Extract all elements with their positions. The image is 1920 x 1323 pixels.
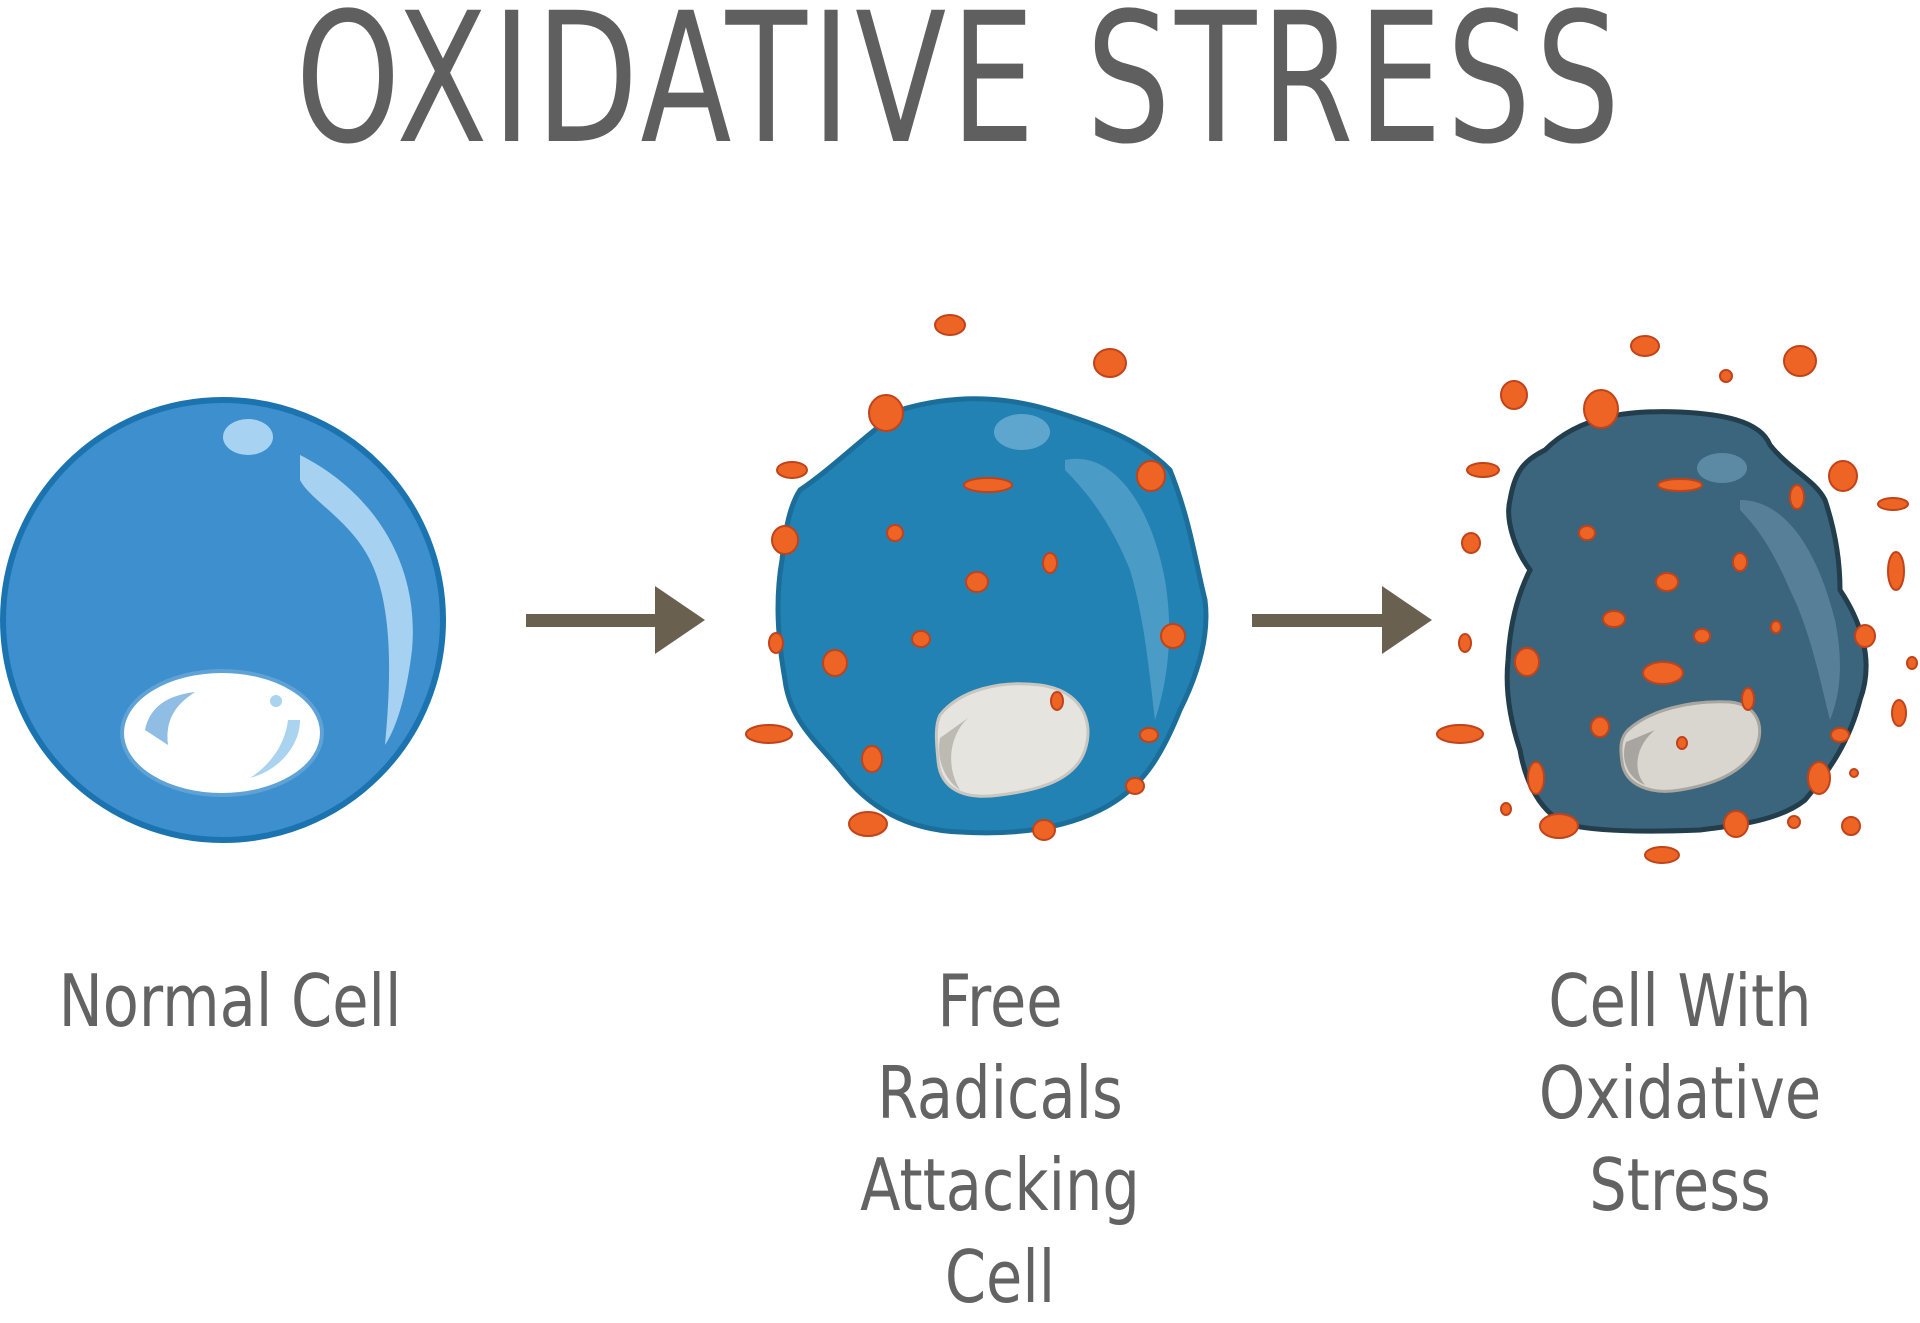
arrow-1 [526,586,705,654]
attacked-cell [775,396,1209,836]
label-oxidative-stress: Cell With Oxidative Stress [1442,955,1918,1231]
label-line: Attacking Cell [860,1143,1140,1319]
label-normal-cell: Normal Cell [41,955,418,1047]
diagram-title: OXIDATIVE STRESS [295,0,1625,184]
free-radicals [745,314,1918,864]
label-line: Normal Cell [58,959,402,1043]
diagram-artwork [0,314,1918,864]
arrow-2 [1252,586,1432,654]
label-line: Cell With [1548,959,1812,1043]
stressed-nucleus [1619,700,1762,793]
label-line: Free Radicals [877,959,1123,1135]
normal-cell [0,397,446,843]
label-line: Oxidative Stress [1538,1051,1822,1227]
label-free-radicals: Free Radicals Attacking Cell [811,955,1188,1323]
damaged-nucleus [934,682,1090,798]
